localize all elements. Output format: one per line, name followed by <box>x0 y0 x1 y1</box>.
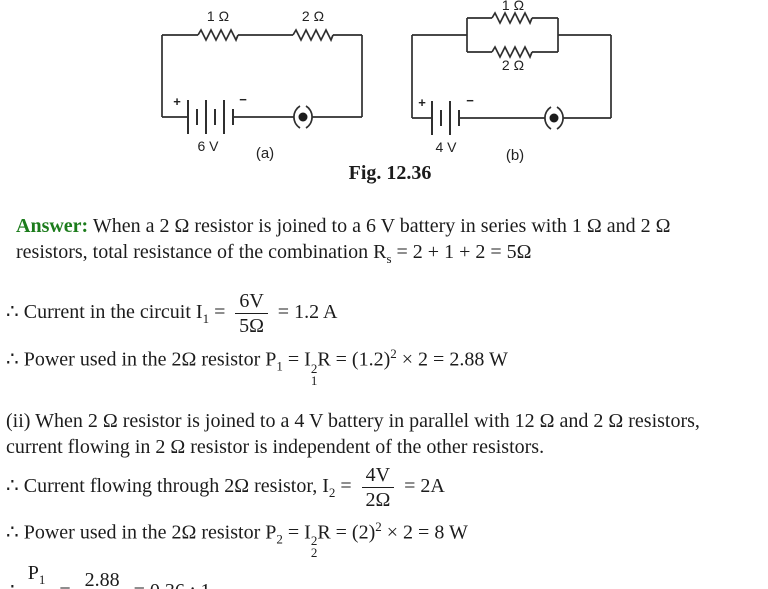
circuit-b: 1 Ω 2 Ω + − 4 V (b) <box>411 0 612 164</box>
part-ii-paragraph-line1: (ii) When 2 Ω resistor is joined to a 4 … <box>6 409 700 432</box>
answer-paragraph-line1: Answer: When a 2 Ω resistor is joined to… <box>6 213 762 239</box>
fraction-288-8: 2.888 <box>81 568 124 589</box>
circuit-figure: 1 Ω 2 Ω + − 6 V (a) <box>161 0 612 164</box>
battery-b-voltage-label: 4 V <box>435 139 457 155</box>
circuit-b-sublabel: (b) <box>506 147 524 164</box>
equation-power-ratio: ∴P1P2 = 2.888 = 0.36 : 1 <box>6 561 762 589</box>
resistor-1ohm-b <box>491 11 533 26</box>
therefore-symbol: ∴ <box>6 521 19 544</box>
battery-a-plus-sign: + <box>173 94 181 109</box>
therefore-symbol: ∴ <box>6 580 19 589</box>
answer-text-1: When a 2 Ω resistor is joined to a 6 V b… <box>88 215 671 237</box>
circuit-a-sublabel: (a) <box>256 145 274 162</box>
battery-b-plus-sign: + <box>418 95 426 110</box>
equation-current-2: ∴ Current flowing through 2Ω resistor, I… <box>6 463 445 512</box>
resistor-2ohm-b <box>491 45 533 60</box>
battery-b-minus-sign: − <box>466 93 474 108</box>
lamp-icon-b <box>544 106 564 130</box>
solution-text: Answer: When a 2 Ω resistor is joined to… <box>6 213 762 589</box>
resistor-2ohm-a-label: 2 Ω <box>302 8 324 24</box>
circuit-a-wires <box>161 34 363 118</box>
part-ii-paragraph-line2: current flowing in 2 Ω resistor is indep… <box>6 435 545 458</box>
figure-caption: Fig. 12.36 <box>348 162 432 184</box>
parallel-box-b <box>466 17 559 53</box>
battery-a-minus-sign: − <box>239 92 247 107</box>
therefore-symbol: ∴ <box>6 474 19 497</box>
answer-paragraph-line2: resistors, total resistance of the combi… <box>16 241 532 266</box>
answer-label: Answer: <box>16 215 89 237</box>
resistor-1ohm-a <box>197 28 239 43</box>
resistor-1ohm-b-label: 1 Ω <box>502 0 524 13</box>
circuit-b-wires <box>411 34 612 119</box>
battery-symbol-a <box>187 100 234 134</box>
battery-a-voltage-label: 6 V <box>197 138 219 154</box>
r-series-subscript: s <box>386 251 392 266</box>
circuit-a: 1 Ω 2 Ω + − 6 V (a) <box>161 8 363 162</box>
therefore-symbol: ∴ <box>6 348 19 371</box>
resistor-2ohm-b-label: 2 Ω <box>502 57 524 73</box>
resistor-1ohm-a-label: 1 Ω <box>207 8 229 24</box>
lamp-icon-a <box>293 105 313 129</box>
resistor-2ohm-a <box>292 28 334 43</box>
fraction-p1-p2: P1P2 <box>24 561 50 589</box>
battery-symbol-b <box>431 101 460 135</box>
therefore-symbol: ∴ <box>6 301 19 324</box>
